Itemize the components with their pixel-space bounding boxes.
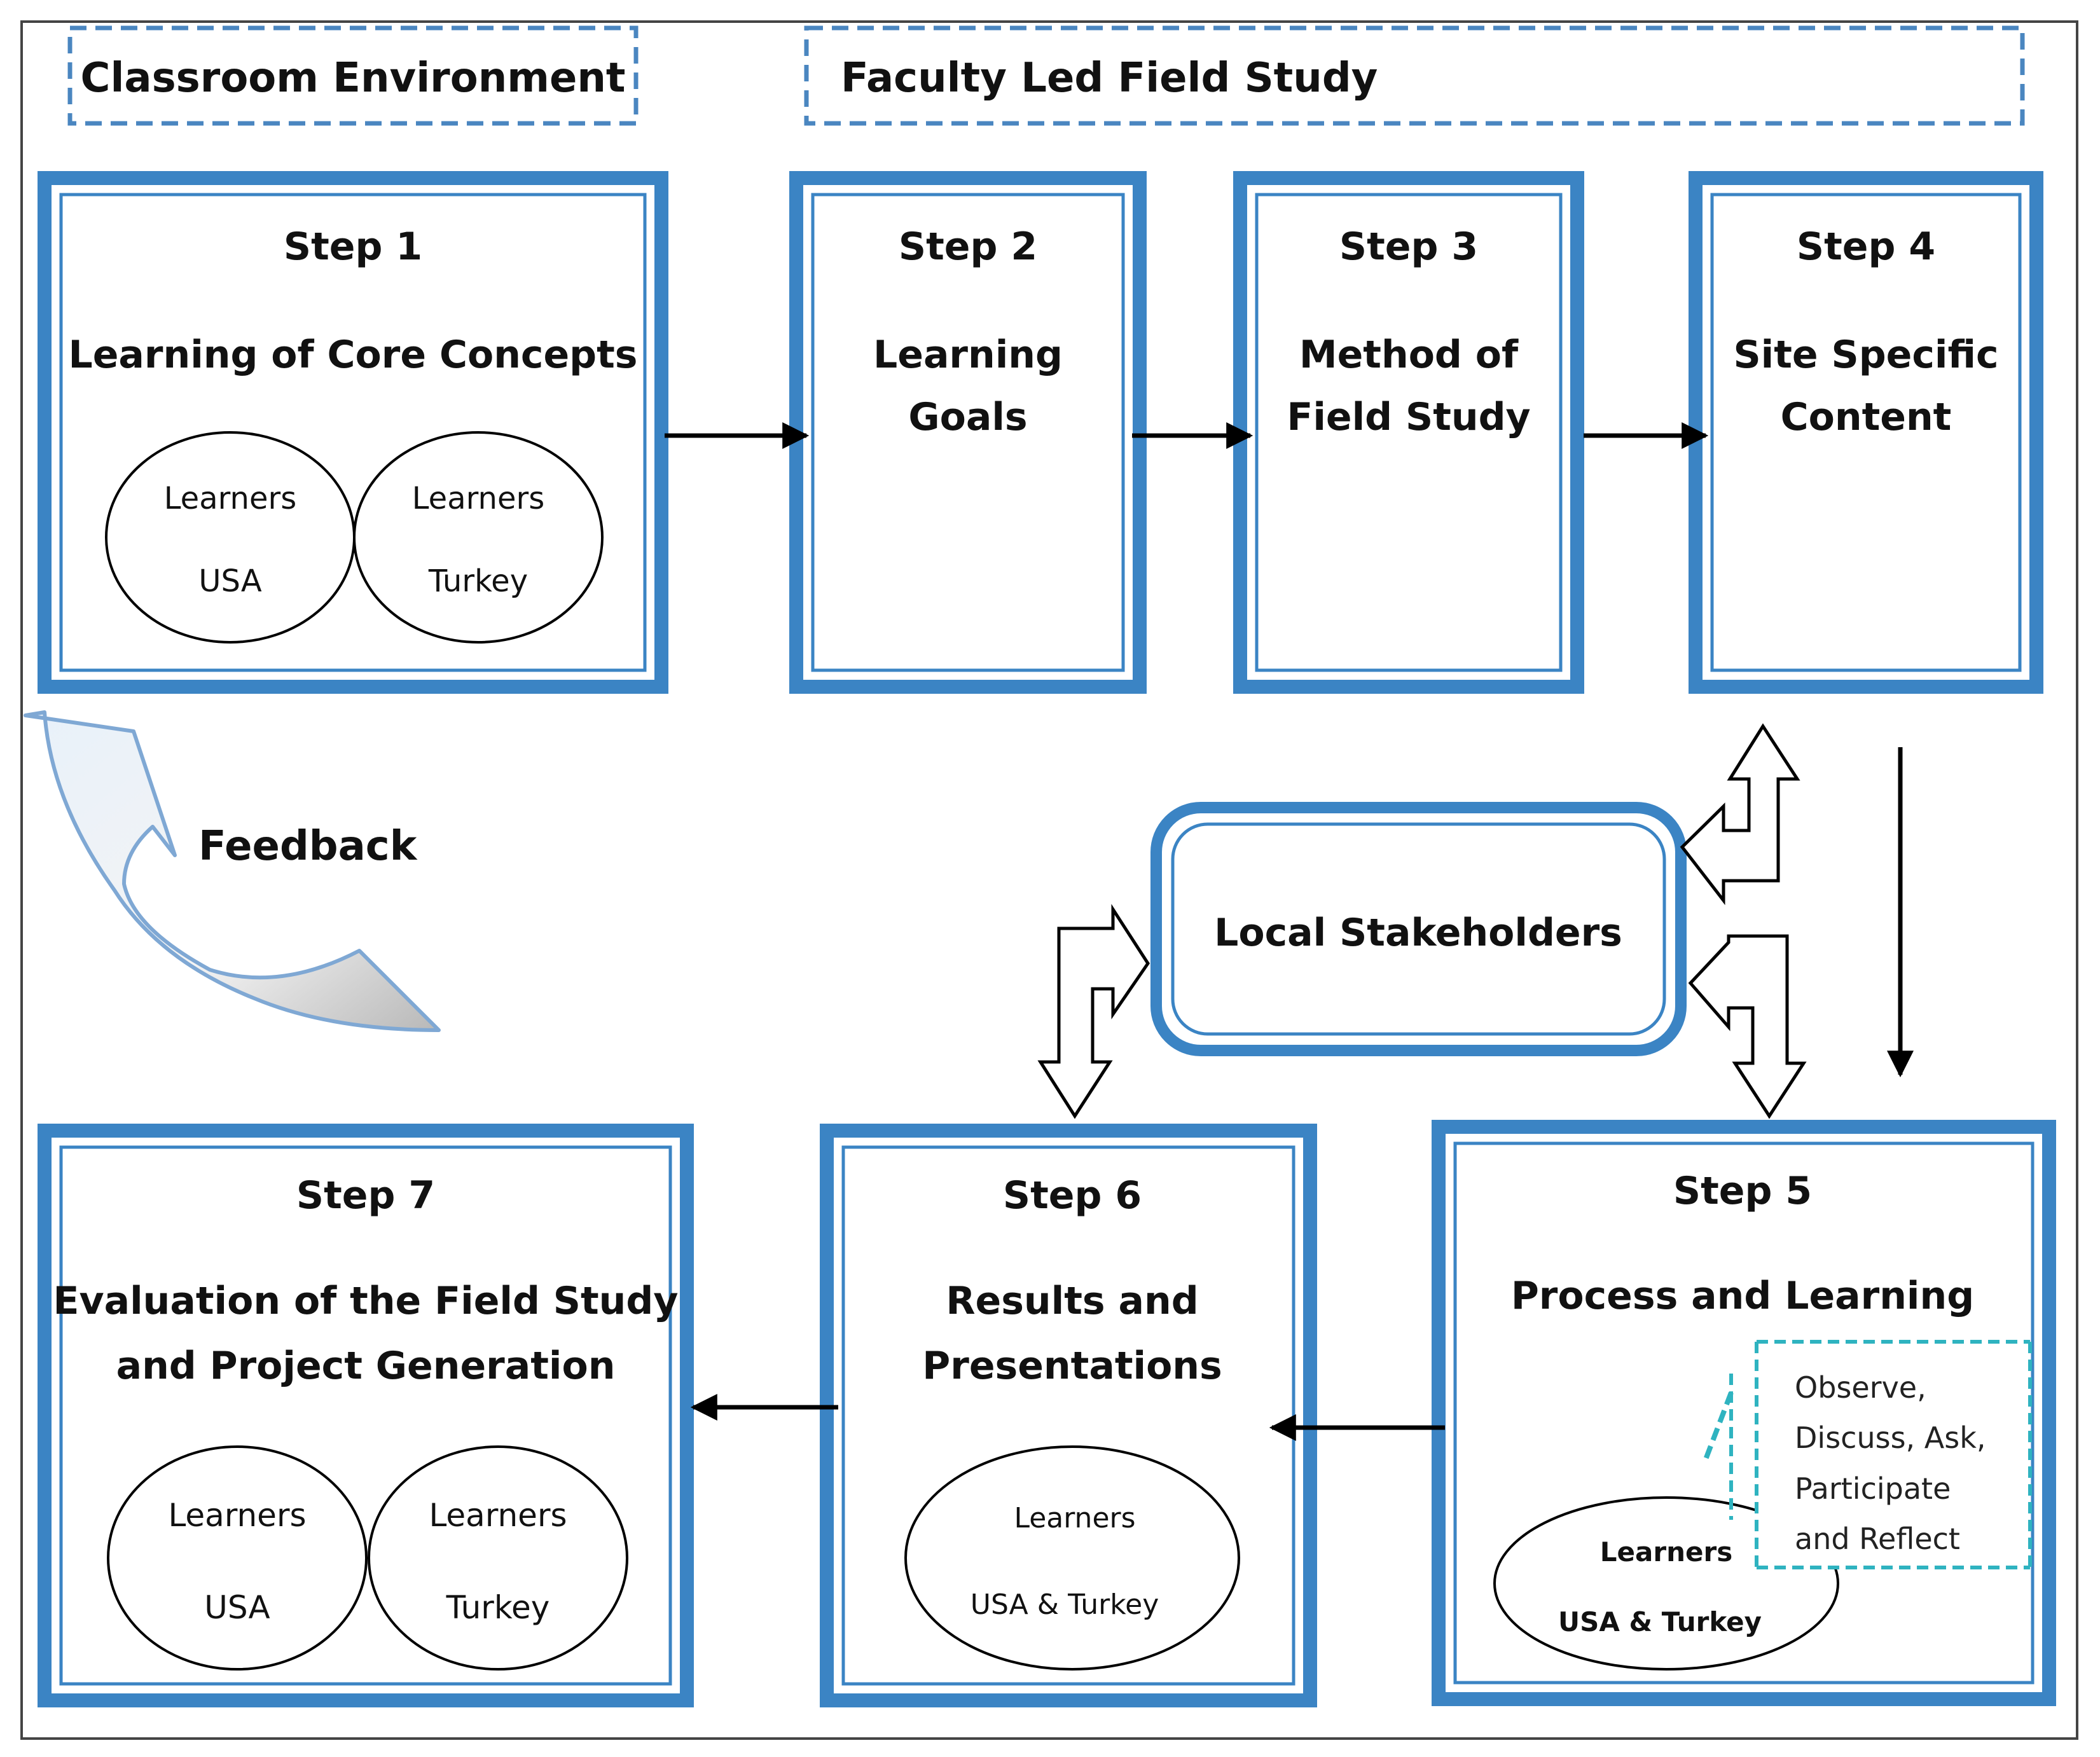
step-4-title-line1: Site Specific: [1733, 333, 1998, 377]
step-1-ellipse-turkey: [353, 431, 604, 644]
step-2-title-line2: Goals: [908, 395, 1027, 439]
step-1-ellipse-usa-line1: Learners: [164, 481, 296, 516]
step-7-ellipse-usa-line2: USA: [204, 1589, 270, 1626]
step-5-callout: Observe, Discuss, Ask, Participate and R…: [1702, 1340, 2032, 1569]
field-study-label: Faculty Led Field Study: [841, 55, 1378, 102]
step-5-ellipse-line2: USA & Turkey: [1558, 1606, 1762, 1637]
step-1-number: Step 1: [284, 224, 422, 269]
step-5-number: Step 5: [1673, 1169, 1812, 1213]
field-study-header: Faculty Led Field Study: [804, 25, 2025, 126]
step-1-title: Learning of Core Concepts: [68, 333, 637, 377]
step-7-number: Step 7: [296, 1173, 435, 1218]
step-3-number: Step 3: [1339, 224, 1478, 269]
step-6-ellipse-line1: Learners: [1014, 1502, 1135, 1534]
step-7-ellipse-usa-line1: Learners: [168, 1497, 306, 1534]
step-1-ellipse-turkey-line2: Turkey: [428, 563, 528, 599]
step-6-ellipse-learners: [904, 1445, 1240, 1671]
local-stakeholders-label: Local Stakeholders: [1214, 911, 1622, 955]
callout-line1: Observe,: [1795, 1370, 1926, 1405]
step-7-ellipse-turkey: [368, 1445, 628, 1671]
step-6-box: Step 6 Results and Presentations Learner…: [820, 1124, 1317, 1707]
callout-line3: Participate: [1795, 1471, 1951, 1506]
step-7-box: Step 7 Evaluation of the Field Study and…: [38, 1124, 694, 1707]
step-2-title-line1: Learning: [873, 333, 1063, 377]
step-5-title: Process and Learning: [1511, 1274, 1974, 1318]
feedback-label: Feedback: [198, 823, 418, 870]
classroom-environment-label: Classroom Environment: [80, 55, 625, 102]
step-6-ellipse-line2: USA & Turkey: [971, 1588, 1159, 1621]
step-6-title-line1: Results and: [946, 1279, 1198, 1323]
step-7-ellipse-usa: [107, 1445, 368, 1671]
step-6-title-line2: Presentations: [922, 1344, 1222, 1388]
stakeholders-step4-double-arrow: [1680, 723, 1800, 906]
local-stakeholders-box: Local Stakeholders: [1150, 802, 1687, 1056]
step-3-title-line1: Method of: [1299, 333, 1519, 377]
step-5-ellipse-line1: Learners: [1600, 1536, 1732, 1568]
step-5-box: Step 5 Process and Learning Learners USA…: [1432, 1120, 2056, 1706]
stakeholders-step6-double-arrow: [1037, 904, 1150, 1119]
step-4-title-line2: Content: [1781, 395, 1952, 439]
stakeholders-step5-double-arrow: [1688, 934, 1807, 1119]
step-5-ellipse-learners: [1493, 1496, 1839, 1671]
step-7-ellipse-turkey-line1: Learners: [429, 1497, 567, 1534]
step-1-box: Step 1 Learning of Core Concepts Learner…: [38, 171, 668, 694]
classroom-environment-header: Classroom Environment: [67, 25, 639, 126]
step-3-box: Step 3 Method of Field Study: [1233, 171, 1584, 694]
step-7-title-line1: Evaluation of the Field Study: [53, 1279, 679, 1323]
step-4-number: Step 4: [1797, 224, 1935, 269]
step-2-box: Step 2 Learning Goals: [789, 171, 1147, 694]
step-4-box: Step 4 Site Specific Content: [1689, 171, 2043, 694]
step-3-title-line2: Field Study: [1287, 395, 1530, 439]
step-6-number: Step 6: [1003, 1173, 1142, 1218]
step-7-title-line2: and Project Generation: [116, 1344, 616, 1388]
feedback-arrow: Feedback: [24, 710, 441, 1032]
step-1-ellipse-usa: [105, 431, 356, 644]
step-2-number: Step 2: [899, 224, 1037, 269]
step-7-ellipse-turkey-line2: Turkey: [446, 1589, 550, 1626]
step-1-ellipse-turkey-line1: Learners: [412, 481, 544, 516]
callout-line2: Discuss, Ask,: [1795, 1421, 1986, 1455]
callout-line4: and Reflect: [1795, 1522, 1960, 1556]
step-1-ellipse-usa-line2: USA: [198, 563, 261, 599]
